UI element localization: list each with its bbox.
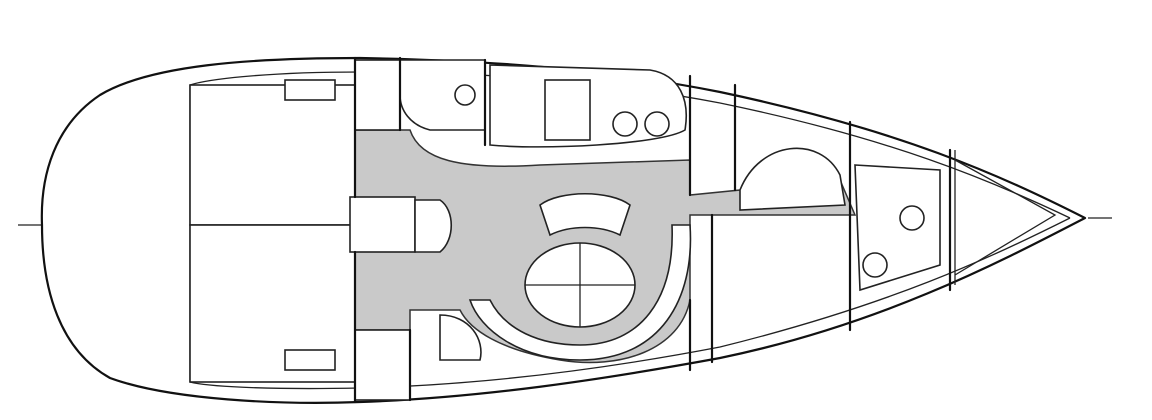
chart-seat bbox=[439, 314, 482, 361]
forepeak bbox=[954, 150, 1057, 285]
nav-locker bbox=[354, 329, 411, 401]
saloon-settee bbox=[468, 224, 692, 361]
aft-locker-top bbox=[284, 79, 336, 101]
companionway-step bbox=[349, 196, 416, 253]
sink-left bbox=[612, 111, 638, 137]
aft-cabin-port-berth bbox=[189, 84, 356, 226]
forward-sink-icon bbox=[862, 252, 888, 278]
wet-locker bbox=[354, 59, 401, 131]
bulkheads bbox=[353, 56, 952, 404]
engine-box bbox=[414, 199, 452, 253]
forward-toilet-icon bbox=[899, 205, 925, 231]
saloon-seat-top bbox=[539, 192, 631, 237]
sink-right bbox=[644, 111, 670, 137]
stove bbox=[544, 79, 591, 141]
forward-cabin-berth bbox=[739, 147, 846, 211]
toilet-icon bbox=[454, 84, 476, 106]
aft-locker-bottom bbox=[284, 349, 336, 371]
